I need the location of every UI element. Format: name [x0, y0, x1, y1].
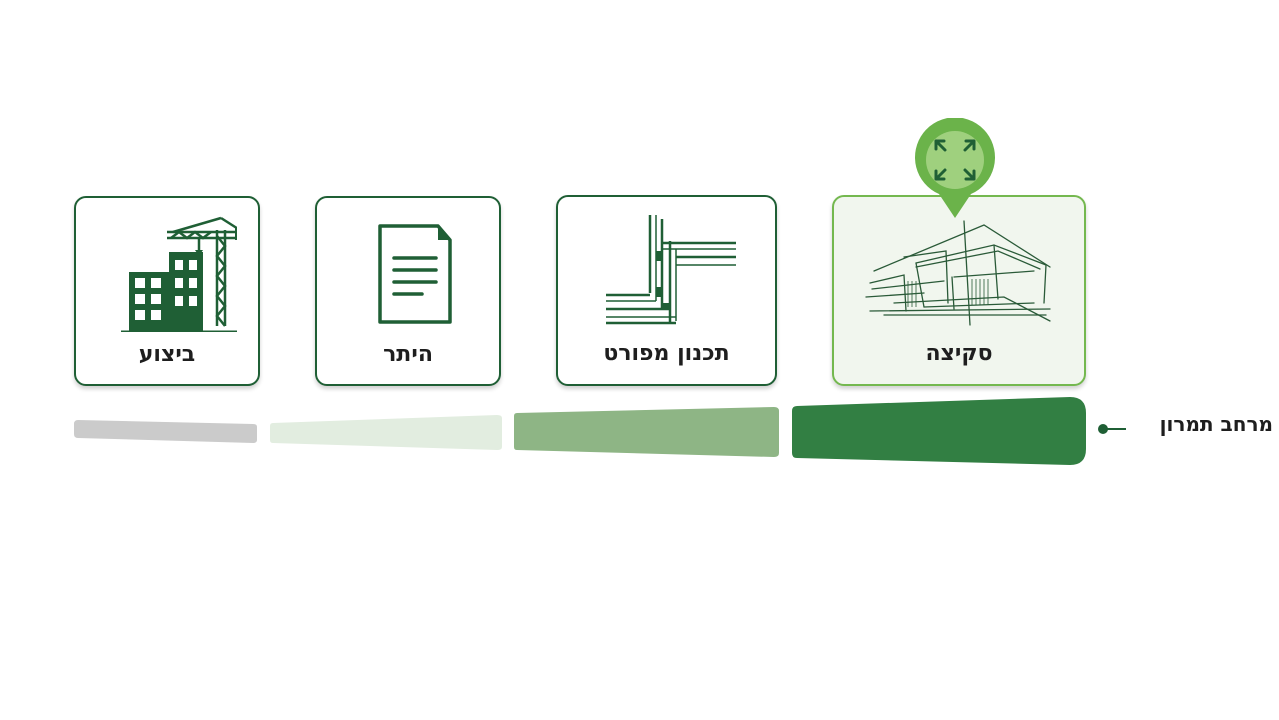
stage-marker-pin — [913, 117, 997, 222]
construction-crane-icon — [76, 212, 258, 332]
stage-label: תכנון מפורט — [603, 341, 730, 366]
stage-card-detailed-design[interactable]: תכנון מפורט — [556, 195, 777, 386]
flexibility-bar-segment-execution — [74, 420, 257, 443]
wall-section-detail-icon — [558, 211, 775, 331]
stage-label: סקיצה — [925, 341, 993, 366]
flexibility-pointer-icon — [1098, 424, 1126, 434]
flexibility-bar-segment-permit — [270, 415, 502, 450]
stage-label: היתר — [383, 342, 433, 367]
flexibility-label: מרחב תמרון — [1159, 412, 1273, 436]
flexibility-bar-segment-detailed — [514, 407, 779, 457]
stage-label: ביצוע — [138, 342, 196, 367]
stage-card-execution[interactable]: ביצוע — [74, 196, 260, 386]
stage-card-permit[interactable]: היתר — [315, 196, 501, 386]
flexibility-bar-segment-sketch — [792, 397, 1086, 465]
sketch-building-icon — [834, 211, 1084, 331]
expand-arrows-icon — [934, 139, 976, 181]
document-icon — [317, 212, 499, 332]
